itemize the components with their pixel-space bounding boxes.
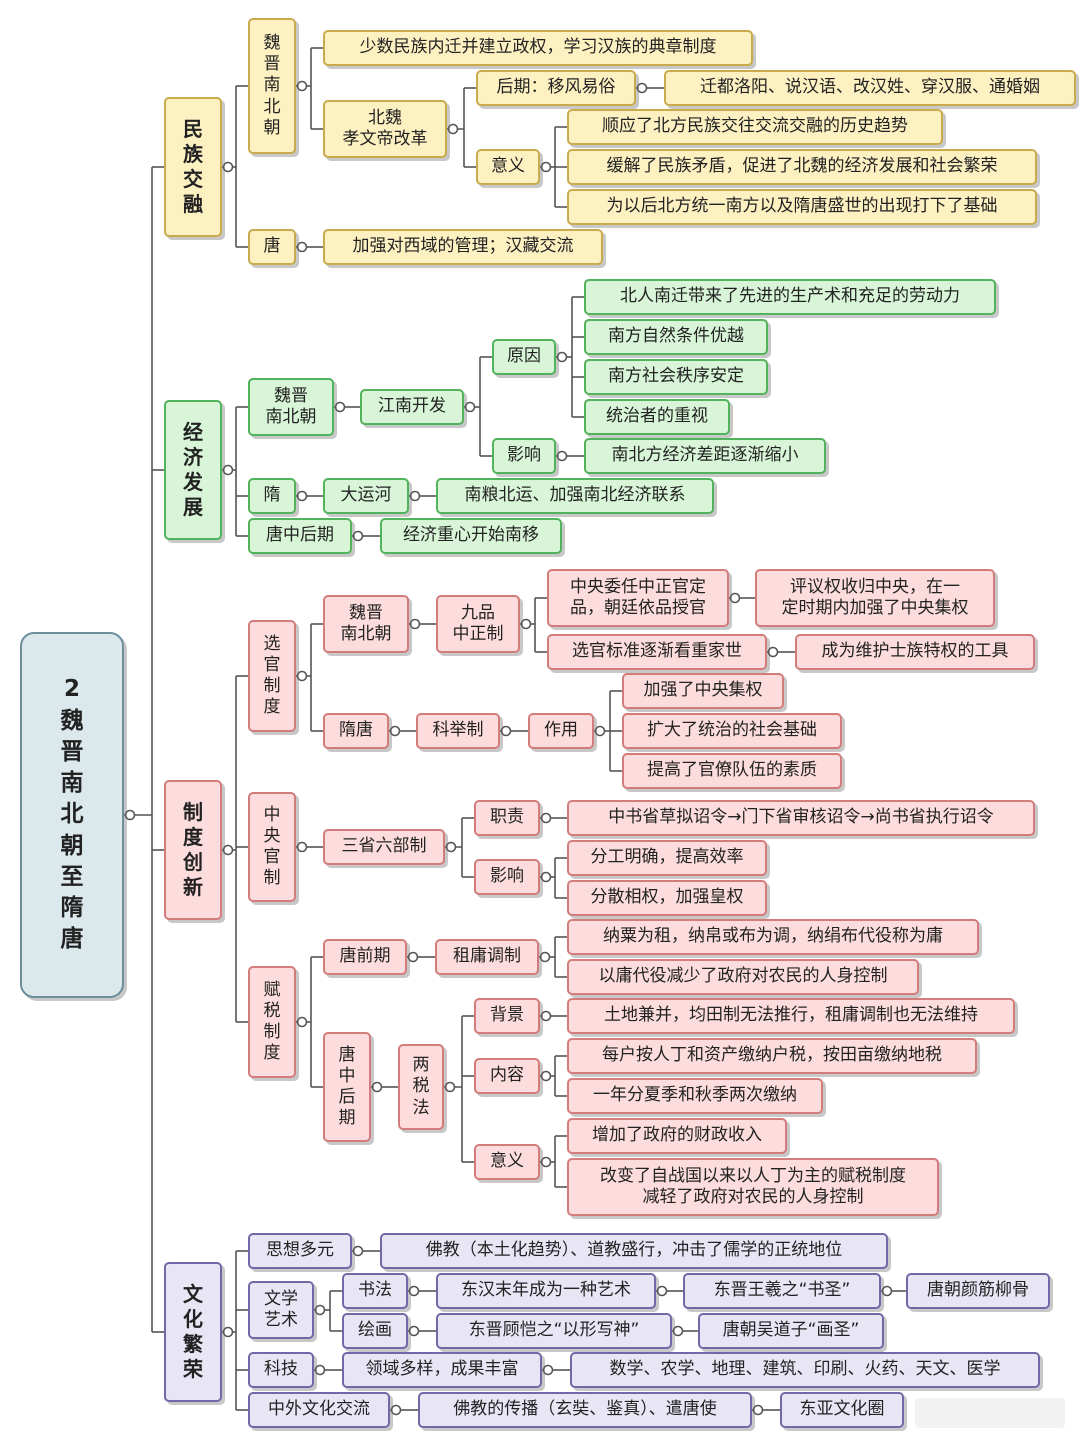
jingji-yuanyin-1: 北人南迁带来了先进的生产术和充足的劳动力 <box>584 279 996 315</box>
jingji-yingxiang: 影响 <box>492 438 556 474</box>
wenhua-sixiang-detail: 佛教（本土化趋势）、道教盛行，冲击了儒学的正统地位 <box>380 1233 888 1269</box>
zhidu-fushui: 赋 税 制 度 <box>248 966 296 1078</box>
jingji-zhongxin: 经济重心开始南移 <box>380 518 562 554</box>
zhidu-tangqianqi: 唐前期 <box>323 939 407 975</box>
zhidu-yiyi-1: 增加了政府的财政收入 <box>567 1118 787 1154</box>
zhidu-pingyi: 评议权收归中央，在一 定时期内加强了中央集权 <box>755 569 995 627</box>
zhidu-zuoyong-1: 加强了中央集权 <box>622 673 784 709</box>
minzu-shaoshu: 少数民族内迁并建立政权，学习汉族的典章制度 <box>323 30 753 66</box>
wenhua-shufa-3: 唐朝颜筋柳骨 <box>906 1273 1050 1309</box>
wenhua-huihua-1: 东晋顾恺之“以形写神” <box>436 1313 672 1349</box>
zhidu-yingxiang-2: 分散相权，加强皇权 <box>567 880 767 916</box>
zhidu-neirong: 内容 <box>474 1058 540 1094</box>
minzu-yiyi-2: 缓解了民族矛盾，促进了北魏的经济发展和社会繁荣 <box>567 149 1037 185</box>
jingji-dayunhe: 大运河 <box>323 478 409 514</box>
zhidu-suitang: 隋唐 <box>323 713 389 749</box>
zhidu-beijing: 背景 <box>474 998 540 1034</box>
jingji-jiangnan: 江南开发 <box>360 389 464 425</box>
zhidu-zhize-detail: 中书省草拟诏令→门下省审核诏令→尚书省执行诏令 <box>567 800 1035 836</box>
minzu-yiyi: 意义 <box>476 149 540 185</box>
wenhua-zhongwai-1: 佛教的传播（玄奘、鉴真）、遣唐使 <box>418 1392 752 1428</box>
jingji-yuanyin: 原因 <box>492 339 556 375</box>
zhidu-xuanguan: 选 官 制 度 <box>248 620 296 732</box>
jingji-tangzhonghou: 唐中后期 <box>248 518 352 554</box>
zhidu-zuoyong: 作用 <box>528 713 594 749</box>
minzu-houqi: 后期：移风易俗 <box>476 70 636 106</box>
minzu-beiwei: 北魏 孝文帝改革 <box>323 100 447 158</box>
minzu-tang: 唐 <box>248 229 296 265</box>
wenhua-keji: 科技 <box>248 1352 314 1388</box>
zhidu-zyd-2: 以庸代役减少了政府对农民的人身控制 <box>567 959 919 995</box>
jingji-sui: 隋 <box>248 478 296 514</box>
zhidu-zuyongdiao: 租庸调制 <box>435 939 539 975</box>
zhidu-zhongyangguanzhi: 中 央 官 制 <box>248 792 296 902</box>
minzu-section: 民 族 交 融 <box>164 97 222 237</box>
zhidu-liangshui: 两 税 法 <box>398 1044 444 1130</box>
zhidu-zuoyong-3: 提高了官僚队伍的素质 <box>622 753 842 789</box>
wenhua-keji-1: 领域多样，成果丰富 <box>342 1352 542 1388</box>
zhidu-beijing-detail: 土地兼并，均田制无法推行，租庸调制也无法维持 <box>567 998 1015 1034</box>
zhidu-yiyi-2: 改变了自战国以来以人丁为主的赋税制度 减轻了政府对农民的人身控制 <box>567 1158 939 1216</box>
jingji-yuanyin-3: 南方社会秩序安定 <box>584 359 768 395</box>
root-title: 2 魏 晋 南 北 朝 至 隋 唐 <box>20 632 124 998</box>
zhidu-biaozhun: 选官标准逐渐看重家世 <box>547 634 767 670</box>
jingji-dayunhe-detail: 南粮北运、加强南北经济联系 <box>436 478 714 514</box>
wenhua-shufa: 书法 <box>342 1273 408 1309</box>
zhidu-zhize: 职责 <box>474 800 540 836</box>
wenhua-wenxue: 文学 艺术 <box>248 1281 314 1339</box>
watermark <box>915 1398 1065 1428</box>
minzu-wjnbc: 魏 晋 南 北 朝 <box>248 18 296 154</box>
wenhua-shufa-2: 东晋王羲之“书圣” <box>683 1273 881 1309</box>
zhidu-wjnbc: 魏晋 南北朝 <box>323 595 409 653</box>
wenhua-sixiang: 思想多元 <box>248 1233 352 1269</box>
zhidu-yingxiang-1: 分工明确，提高效率 <box>567 840 767 876</box>
jingji-wjnbc: 魏晋 南北朝 <box>248 378 334 436</box>
zhidu-keju: 科举制 <box>416 713 500 749</box>
jingji-yingxiang-detail: 南北方经济差距逐渐缩小 <box>584 438 826 474</box>
zhidu-gongju: 成为维护士族特权的工具 <box>795 634 1035 670</box>
wenhua-zhongwai-2: 东亚文化圈 <box>780 1392 904 1428</box>
wenhua-keji-2: 数学、农学、地理、建筑、印刷、火药、天文、医学 <box>570 1352 1040 1388</box>
zhidu-neirong-2: 一年分夏季和秋季两次缴纳 <box>567 1078 823 1114</box>
zhidu-neirong-1: 每户按人丁和资产缴纳户税，按田亩缴纳地税 <box>567 1038 977 1074</box>
jingji-yuanyin-4: 统治者的重视 <box>584 399 730 435</box>
wenhua-section: 文 化 繁 荣 <box>164 1262 222 1402</box>
zhidu-zhongyang-weiren: 中央委任中正官定 品，朝廷依品授官 <box>547 569 729 627</box>
zhidu-section: 制 度 创 新 <box>164 780 222 920</box>
wenhua-zhongwai: 中外文化交流 <box>248 1392 390 1428</box>
minzu-yiyi-3: 为以后北方统一南方以及隋唐盛世的出现打下了基础 <box>567 189 1037 225</box>
wenhua-huihua: 绘画 <box>342 1313 408 1349</box>
zhidu-zyd-1: 纳粟为租，纳帛或布为调，纳绢布代役称为庸 <box>567 919 979 955</box>
zhidu-zuoyong-2: 扩大了统治的社会基础 <box>622 713 842 749</box>
jingji-section: 经 济 发 展 <box>164 400 222 540</box>
zhidu-yiyi: 意义 <box>474 1144 540 1180</box>
minzu-yiyi-1: 顺应了北方民族交往交流交融的历史趋势 <box>567 109 943 145</box>
minzu-tang-detail: 加强对西域的管理；汉藏交流 <box>323 229 603 265</box>
wenhua-shufa-1: 东汉末年成为一种艺术 <box>436 1273 656 1309</box>
wenhua-huihua-2: 唐朝吴道子“画圣” <box>698 1313 884 1349</box>
minzu-qiandu: 迁都洛阳、说汉语、改汉姓、穿汉服、通婚姻 <box>664 70 1076 106</box>
jingji-yuanyin-2: 南方自然条件优越 <box>584 319 768 355</box>
zhidu-tangzhonghouqi: 唐 中 后 期 <box>323 1032 371 1142</box>
zhidu-yingxiang: 影响 <box>474 859 540 895</box>
zhidu-sansheng: 三省六部制 <box>323 829 445 865</box>
zhidu-jiupin: 九品 中正制 <box>436 595 520 653</box>
